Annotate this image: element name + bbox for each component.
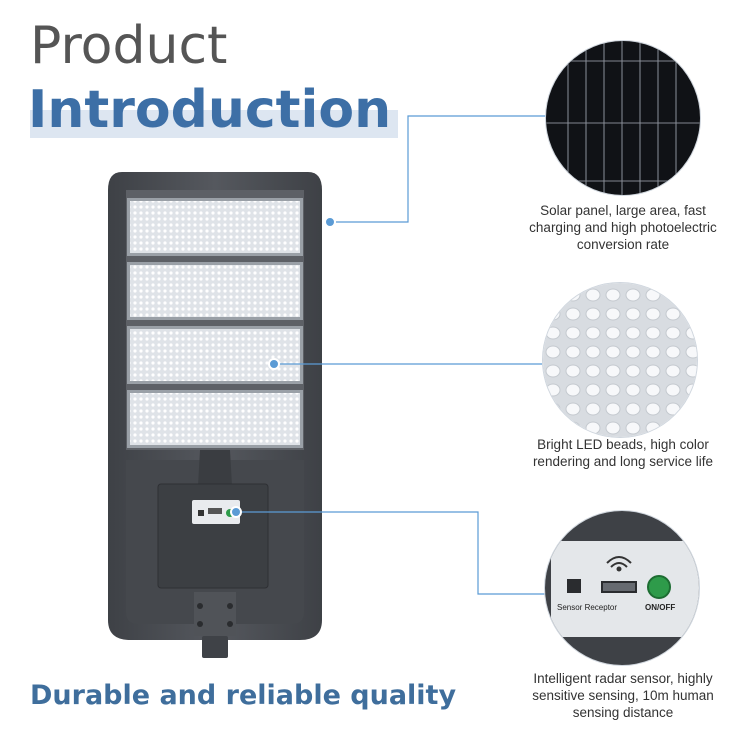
radar-sensor-caption: Intelligent radar sensor, highly sensiti… <box>532 671 714 720</box>
led-bead <box>565 383 581 397</box>
led-bead <box>565 364 581 378</box>
led-bead <box>585 345 601 359</box>
led-bead <box>605 383 621 397</box>
led-bead <box>605 421 621 435</box>
page-title-line2: Introduction <box>28 80 392 140</box>
led-bead <box>545 326 561 340</box>
led-bead <box>685 345 697 359</box>
solar-panel-caption: Solar panel, large area, fast charging a… <box>529 203 717 252</box>
led-bead <box>645 345 661 359</box>
led-bead <box>665 326 681 340</box>
led-modules <box>127 198 303 448</box>
led-bead <box>665 383 681 397</box>
led-bead <box>585 364 601 378</box>
led-bead <box>645 307 661 321</box>
radar-sensor-detail: Sensor Receptor ON/OFF <box>544 510 700 666</box>
led-beads-detail <box>542 282 698 438</box>
led-bead <box>545 364 561 378</box>
led-bead <box>625 421 641 435</box>
radar-sensor-icon <box>545 511 699 665</box>
led-bead <box>585 383 601 397</box>
led-bead <box>625 364 641 378</box>
led-bead <box>685 364 697 378</box>
led-bead <box>585 326 601 340</box>
led-bead <box>665 345 681 359</box>
led-bead <box>565 307 581 321</box>
led-bead <box>645 326 661 340</box>
footer-tagline: Durable and reliable quality <box>30 680 457 711</box>
led-beads-caption: Bright LED beads, high color rendering a… <box>532 437 714 469</box>
led-bead <box>665 307 681 321</box>
led-bead <box>625 383 641 397</box>
led-beads-icon <box>543 283 697 437</box>
led-bead <box>605 326 621 340</box>
led-bead <box>565 345 581 359</box>
led-bead <box>625 288 641 302</box>
led-bead <box>545 345 561 359</box>
led-bead <box>605 288 621 302</box>
led-bead <box>605 345 621 359</box>
led-bead <box>645 402 661 416</box>
led-bead <box>565 402 581 416</box>
led-bead <box>585 402 601 416</box>
solar-panel-detail <box>545 40 701 196</box>
led-bead <box>585 307 601 321</box>
led-bead <box>605 402 621 416</box>
led-bead <box>645 364 661 378</box>
led-bead <box>565 326 581 340</box>
solar-panel-icon <box>546 41 700 195</box>
led-bead <box>605 307 621 321</box>
led-bead <box>625 307 641 321</box>
led-bead <box>625 326 641 340</box>
led-bead <box>665 364 681 378</box>
title-band <box>30 110 398 138</box>
led-bead <box>585 288 601 302</box>
page-title-line1: Product <box>30 16 228 76</box>
led-bead <box>645 383 661 397</box>
on-off-label: ON/OFF <box>645 603 676 612</box>
sensor-receptor-label: Sensor Receptor <box>557 603 618 612</box>
led-bead <box>625 345 641 359</box>
led-bead <box>625 402 641 416</box>
led-bead <box>605 364 621 378</box>
